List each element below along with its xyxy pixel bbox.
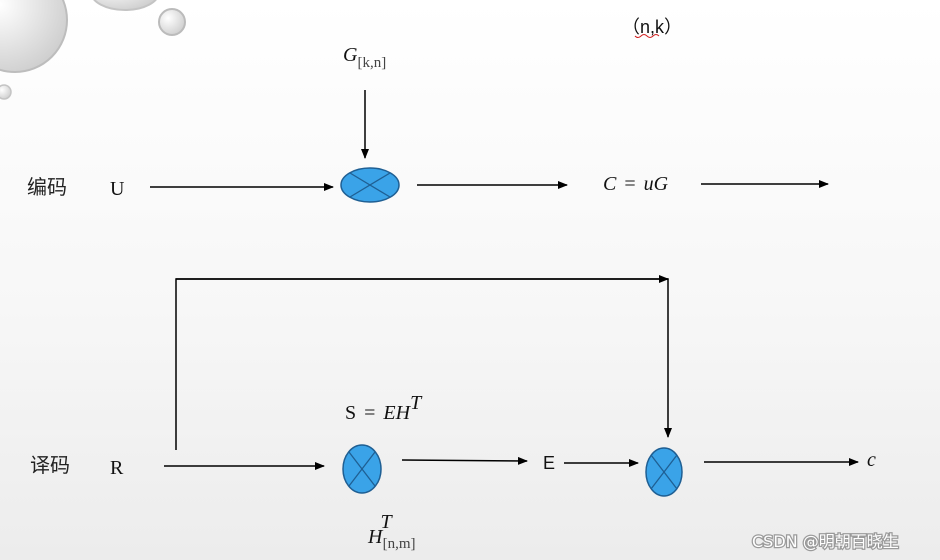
decorative-bubbles [0, 0, 186, 100]
decoded-output-label: c [867, 449, 876, 471]
decode-row-label: 译码 [30, 453, 70, 477]
decode-input-label: R [110, 457, 124, 479]
bypass-path-r-to-corrector [175, 278, 672, 450]
corrector-node [645, 447, 683, 497]
error-label: E [543, 453, 555, 473]
generator-matrix-label: G[k,n] [343, 44, 386, 71]
encode-multiplier-node [340, 167, 400, 203]
top-note: （n,k） [622, 17, 682, 37]
arrow-syndrome-to-error [401, 456, 528, 465]
parity-check-matrix-label: HT[n,m] [367, 511, 416, 552]
watermark: CSDN @明朝百晓生 [752, 532, 899, 551]
encode-row-label: 编码 [27, 175, 67, 199]
syndrome-multiplier-node [342, 444, 382, 494]
encode-input-label: U [110, 178, 125, 200]
codeword-equation: C=uG [603, 173, 669, 195]
spellcheck-underline [634, 34, 660, 38]
syndrome-equation: S=EHT [345, 392, 423, 424]
